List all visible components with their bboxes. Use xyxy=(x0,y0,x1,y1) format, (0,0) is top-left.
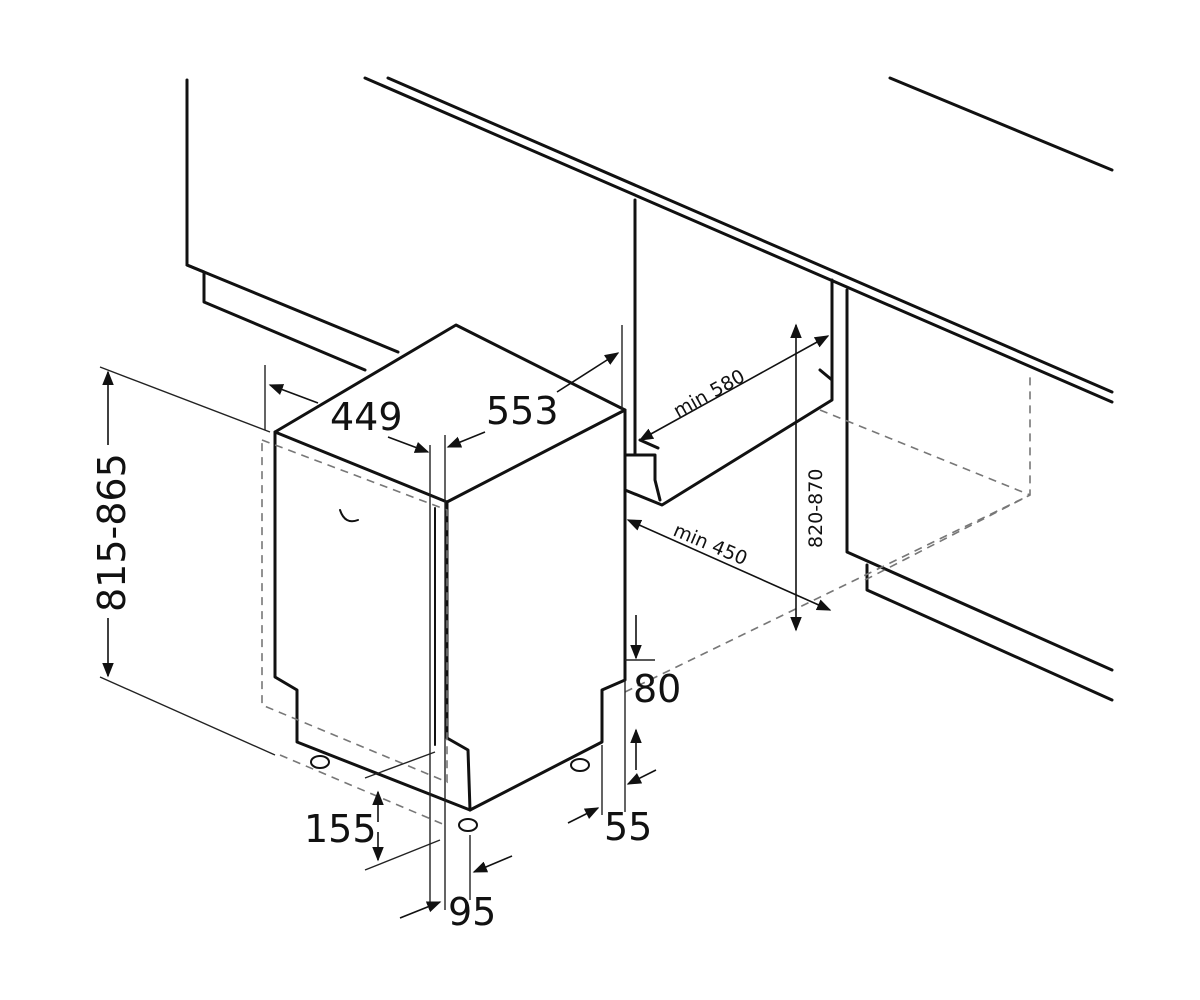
dim-height: 815-865 xyxy=(90,366,276,756)
dim-foot-height: 155 xyxy=(304,751,441,871)
dim-plinth-height: 80 xyxy=(624,615,681,812)
plinth-height-label: 80 xyxy=(633,667,681,711)
dim-niche-depth: min 580 xyxy=(638,335,830,441)
dim-plinth-recess: 55 xyxy=(567,745,657,849)
foot-setback-label: 95 xyxy=(448,890,496,934)
dishwasher xyxy=(261,323,627,832)
dim-width: 449 xyxy=(264,365,431,910)
depth-label: 553 xyxy=(486,389,559,433)
door-handle xyxy=(339,509,359,523)
dim-niche-width: min 450 xyxy=(626,519,832,611)
height-range-label: 815-865 xyxy=(90,453,134,612)
worktop xyxy=(363,76,1114,404)
dim-foot-setback: 95 xyxy=(399,835,513,934)
niche-outline-dashed xyxy=(624,375,1031,693)
adjustable-feet xyxy=(310,755,590,832)
dim-depth: 553 xyxy=(444,325,623,910)
left-cabinet xyxy=(185,78,637,457)
niche-back-wall xyxy=(623,278,1114,702)
niche-depth-label: min 580 xyxy=(670,365,749,422)
width-label: 449 xyxy=(330,395,403,439)
foot-height-label: 155 xyxy=(304,807,377,851)
dim-niche-height: 820-870 xyxy=(790,323,827,632)
plinth-recess-label: 55 xyxy=(604,805,652,849)
niche-height-label: 820-870 xyxy=(805,469,827,548)
